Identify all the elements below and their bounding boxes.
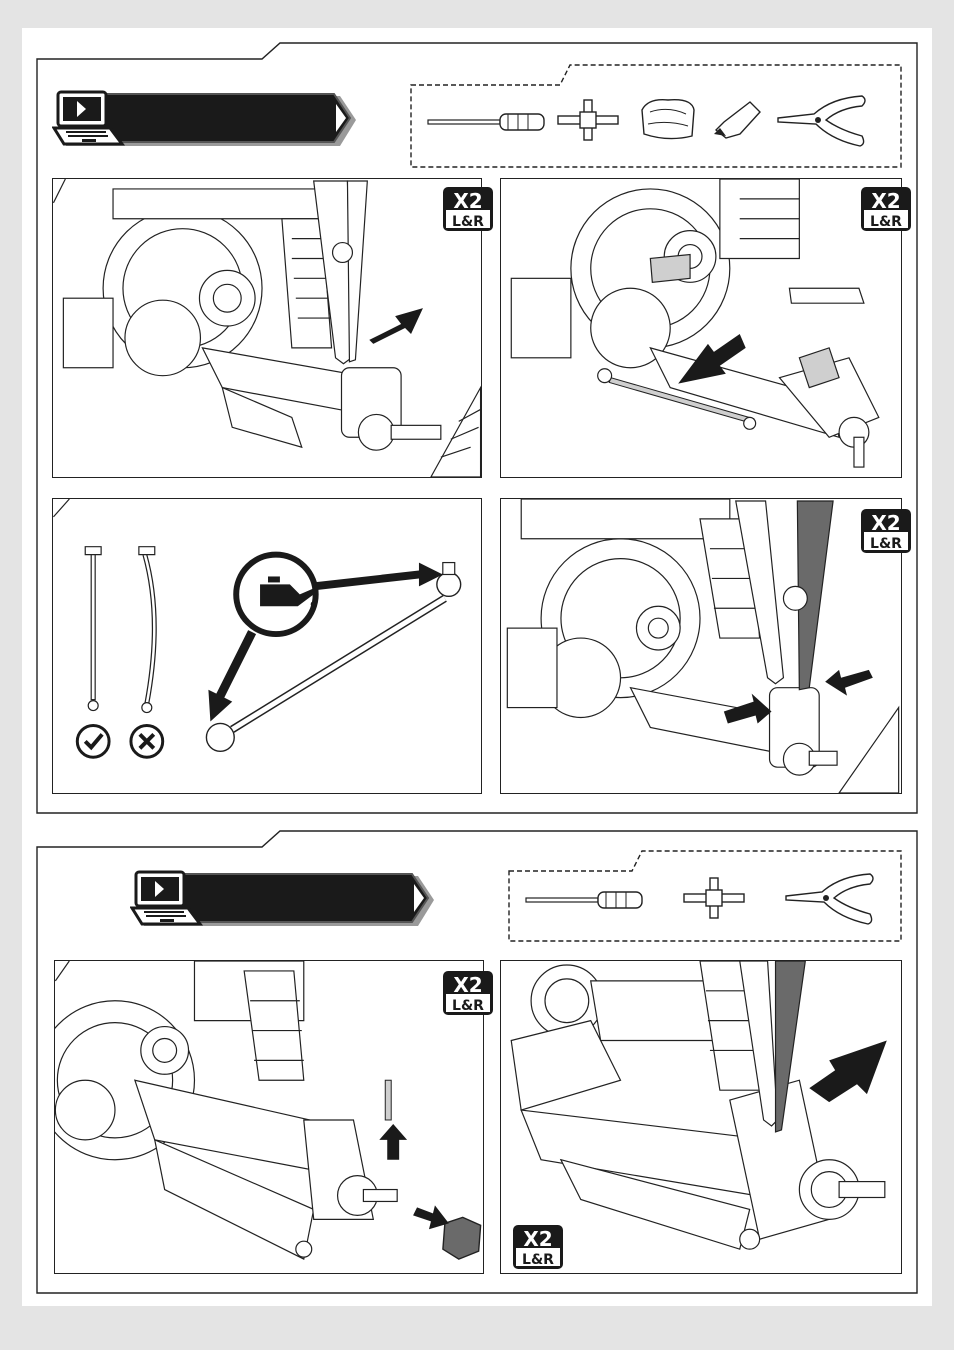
badge-side: L&R <box>522 1252 554 1268</box>
screwdriver-icon <box>526 892 642 908</box>
hex-hub <box>443 1217 481 1259</box>
direction-arrow <box>809 1040 887 1102</box>
pliers-icon <box>778 96 865 146</box>
direction-arrow <box>379 1124 449 1229</box>
badge-side: L&R <box>452 214 484 230</box>
step-panel-4 <box>500 498 902 794</box>
cross-wrench-icon <box>558 100 618 140</box>
tools-box-1 <box>410 64 902 168</box>
badge-model: X2 <box>453 973 482 997</box>
badge-model: X2 <box>453 189 482 213</box>
driveshaft-bent <box>139 547 155 713</box>
x2-lr-badge: X2 L&R <box>442 970 494 1016</box>
x2-lr-badge: X2 L&R <box>860 508 912 554</box>
x2-lr-badge: X2 L&R <box>512 1224 564 1270</box>
manual-page: X2 L&R <box>22 28 932 1306</box>
check-icon <box>77 725 109 757</box>
cross-wrench-icon <box>684 878 744 918</box>
direction-arrow <box>369 308 423 344</box>
pliers-icon <box>786 874 873 924</box>
step-panel-5 <box>54 960 484 1274</box>
video-banner-2[interactable] <box>130 868 440 938</box>
screwdriver-icon <box>428 114 544 130</box>
x2-lr-badge: X2 L&R <box>860 186 912 232</box>
step-panel-2 <box>500 178 902 478</box>
badge-side: L&R <box>870 214 902 230</box>
badge-model: X2 <box>523 1227 552 1251</box>
badge-model: X2 <box>871 189 900 213</box>
step-panel-3 <box>52 498 482 794</box>
x2-lr-badge: X2 L&R <box>442 186 494 232</box>
badge-model: X2 <box>871 511 900 535</box>
oil-can-icon <box>236 555 316 634</box>
driveshaft-straight <box>85 547 101 711</box>
grease-tube-icon <box>714 102 760 138</box>
badge-side: L&R <box>452 998 484 1014</box>
step-panel-1 <box>52 178 482 478</box>
roll-pin <box>385 1080 391 1120</box>
tools-box-2 <box>508 850 902 942</box>
cloth-icon <box>642 100 694 139</box>
video-banner-1[interactable] <box>52 88 362 158</box>
cross-icon <box>131 725 163 757</box>
badge-side: L&R <box>870 536 902 552</box>
